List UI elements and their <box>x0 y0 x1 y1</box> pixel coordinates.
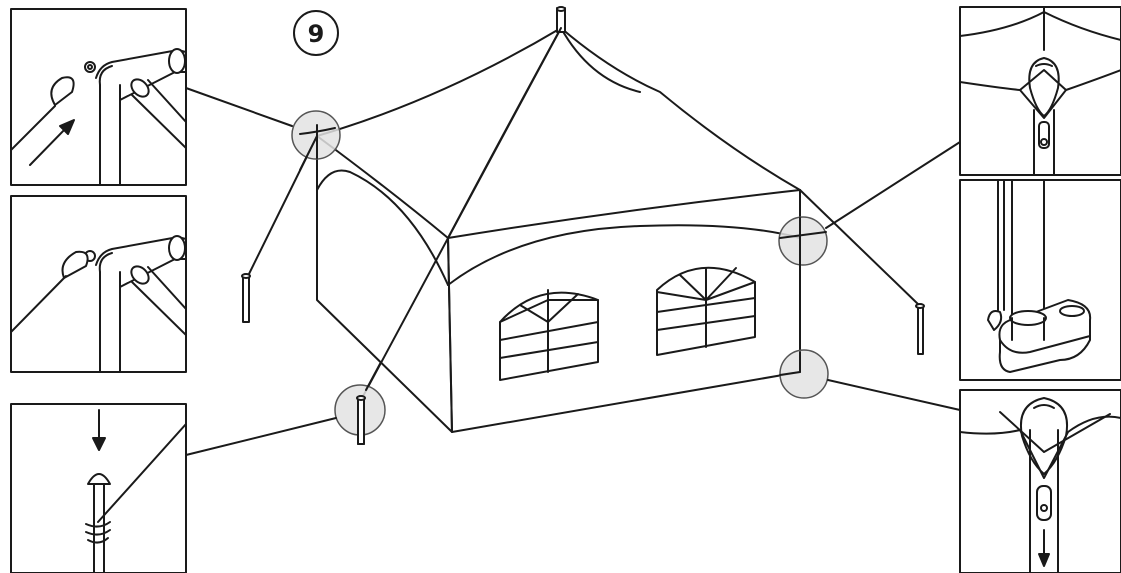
roof-edge-front <box>448 190 800 238</box>
guy-rope-front <box>361 28 561 400</box>
roof-ridge-right <box>561 28 800 190</box>
callout-stake-drive <box>11 404 186 573</box>
stake-left <box>242 274 250 322</box>
stake-right <box>916 304 924 354</box>
callout-pole-foot-plate <box>960 180 1121 380</box>
highlight-corner-top-right <box>779 217 827 265</box>
roof-ridge-left <box>317 28 561 136</box>
window-left <box>500 290 598 380</box>
callout-peak-ring <box>960 7 1121 175</box>
callout-rope-hook-approach <box>11 9 186 185</box>
valance-left <box>317 170 448 285</box>
tent-illustration <box>242 7 924 444</box>
wall-left <box>317 136 452 432</box>
callout-rope-hooked <box>11 196 186 372</box>
step-number-badge: 9 <box>294 11 338 55</box>
window-right <box>657 268 755 355</box>
valance-front <box>448 225 800 285</box>
callout-pole-ring-lowered <box>960 390 1121 573</box>
wall-corner <box>448 238 452 432</box>
roof-edge-left <box>317 136 448 238</box>
step-number: 9 <box>308 20 325 48</box>
